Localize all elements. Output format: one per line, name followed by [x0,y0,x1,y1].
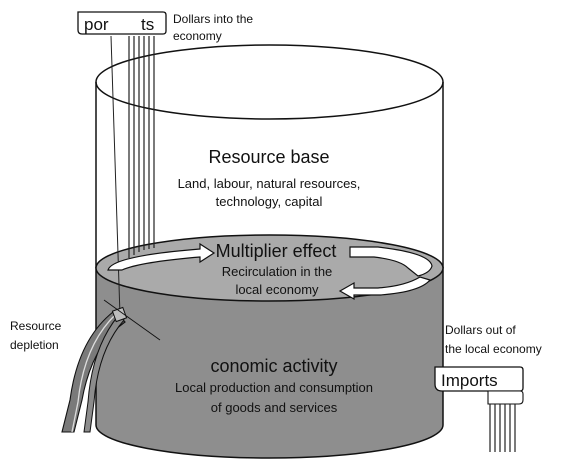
economic-activity-body [95,267,444,459]
exports-label-left: por [84,15,109,34]
depletion-line1: Resource [10,319,62,333]
top-rim [95,44,444,120]
depletion-ribbon-inner [83,315,125,433]
imports-label: Imports [441,371,498,390]
circulation-arrow-right [349,246,433,277]
circulation-arrow-left [107,242,216,271]
exports-box [77,11,167,35]
multiplier-line2: local economy [235,282,319,297]
circulation-arrow-return [338,276,432,301]
multiplier-title: Multiplier effect [216,241,337,261]
resource-base-title: Resource base [208,147,329,167]
imports-box [434,366,524,392]
exports-label-right: ts [141,15,154,34]
activity-title: conomic activity [210,356,337,376]
multiplier-line1: Recirculation in the [222,264,333,279]
resource-base-line2: technology, capital [216,194,323,209]
activity-line1: Local production and consumption [175,380,373,395]
outflow-caption-line1: Dollars out of [445,323,516,337]
inflow-caption-line2: economy [173,29,222,43]
depletion-ribbon-highlight [71,313,117,433]
outflow-caption-line2: the local economy [445,342,542,356]
valve-crossline [103,299,161,341]
imports-spout [487,390,524,405]
imports-pipes [489,404,516,452]
activity-line2: of goods and services [211,400,338,415]
depletion-line2: depletion [10,338,59,352]
inflow-caption-line1: Dollars into the [173,12,253,26]
inflow-pipes [128,36,155,258]
resource-base-line1: Land, labour, natural resources, [178,176,361,191]
